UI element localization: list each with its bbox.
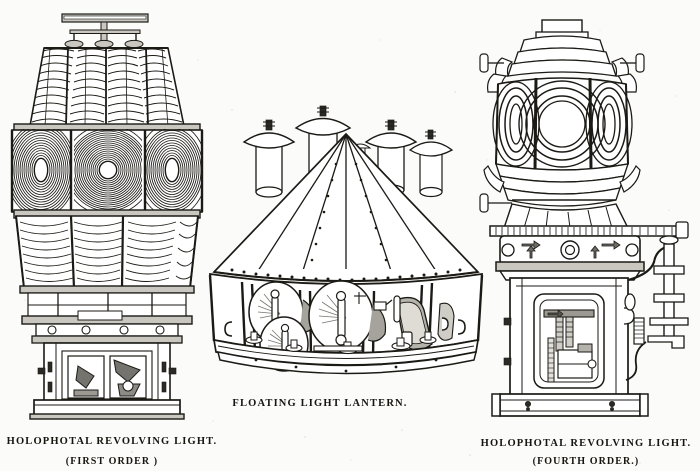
revolving-table <box>19 285 195 325</box>
lantern-base-rail <box>212 331 480 375</box>
crown-pivot-left <box>479 53 504 73</box>
lower-pivot-left <box>479 193 512 213</box>
gear-train <box>543 309 597 383</box>
caption-fourth-order-line1: HOLOPHOTAL REVOLVING LIGHT. <box>480 438 692 449</box>
figure-floating-light <box>196 104 496 389</box>
parabolic-reflector-3 <box>308 280 387 352</box>
conical-roof <box>212 132 480 282</box>
lower-rings-4th <box>479 163 641 213</box>
lens-crown <box>479 19 645 93</box>
suspension-bracket <box>61 13 149 49</box>
caption-first-order-line2: (FIRST ORDER ) <box>65 456 159 467</box>
base-plinth-4th <box>491 393 649 417</box>
clockwork-pedestal <box>37 342 177 402</box>
clockwork-pedestal-4th <box>503 277 629 397</box>
bullseye-left-4th <box>492 81 540 167</box>
lens-skirt <box>503 203 630 229</box>
bullseye-lens-belt <box>10 129 204 213</box>
base-plinth <box>29 399 185 420</box>
ventilators <box>242 105 454 198</box>
roller-carriage <box>31 323 183 344</box>
ventilator-1 <box>242 119 296 198</box>
figure-fourth-order <box>478 18 700 430</box>
crown-pivot-right <box>620 53 645 73</box>
base-rivets <box>254 358 438 373</box>
caption-fourth-order-line2: (FOURTH ORDER.) <box>532 456 640 467</box>
figure-first-order <box>0 4 215 424</box>
caption-first-order-line1: HOLOPHOTAL REVOLVING LIGHT. <box>6 436 218 447</box>
lower-prism-rings <box>15 215 199 289</box>
roof-rivets <box>230 162 462 282</box>
skirt-staves <box>523 206 613 229</box>
fourth-order-lens-belt <box>492 77 633 171</box>
lantern-door-handles <box>224 317 466 337</box>
ventilator-4 <box>408 129 454 198</box>
burner-fittings <box>245 331 437 355</box>
upper-prism-dome <box>29 47 185 127</box>
caption-floating-light: FLOATING LIGHT LANTERN. <box>232 398 408 409</box>
weight-drive-shaft <box>623 235 689 381</box>
roller-drum <box>495 235 645 281</box>
